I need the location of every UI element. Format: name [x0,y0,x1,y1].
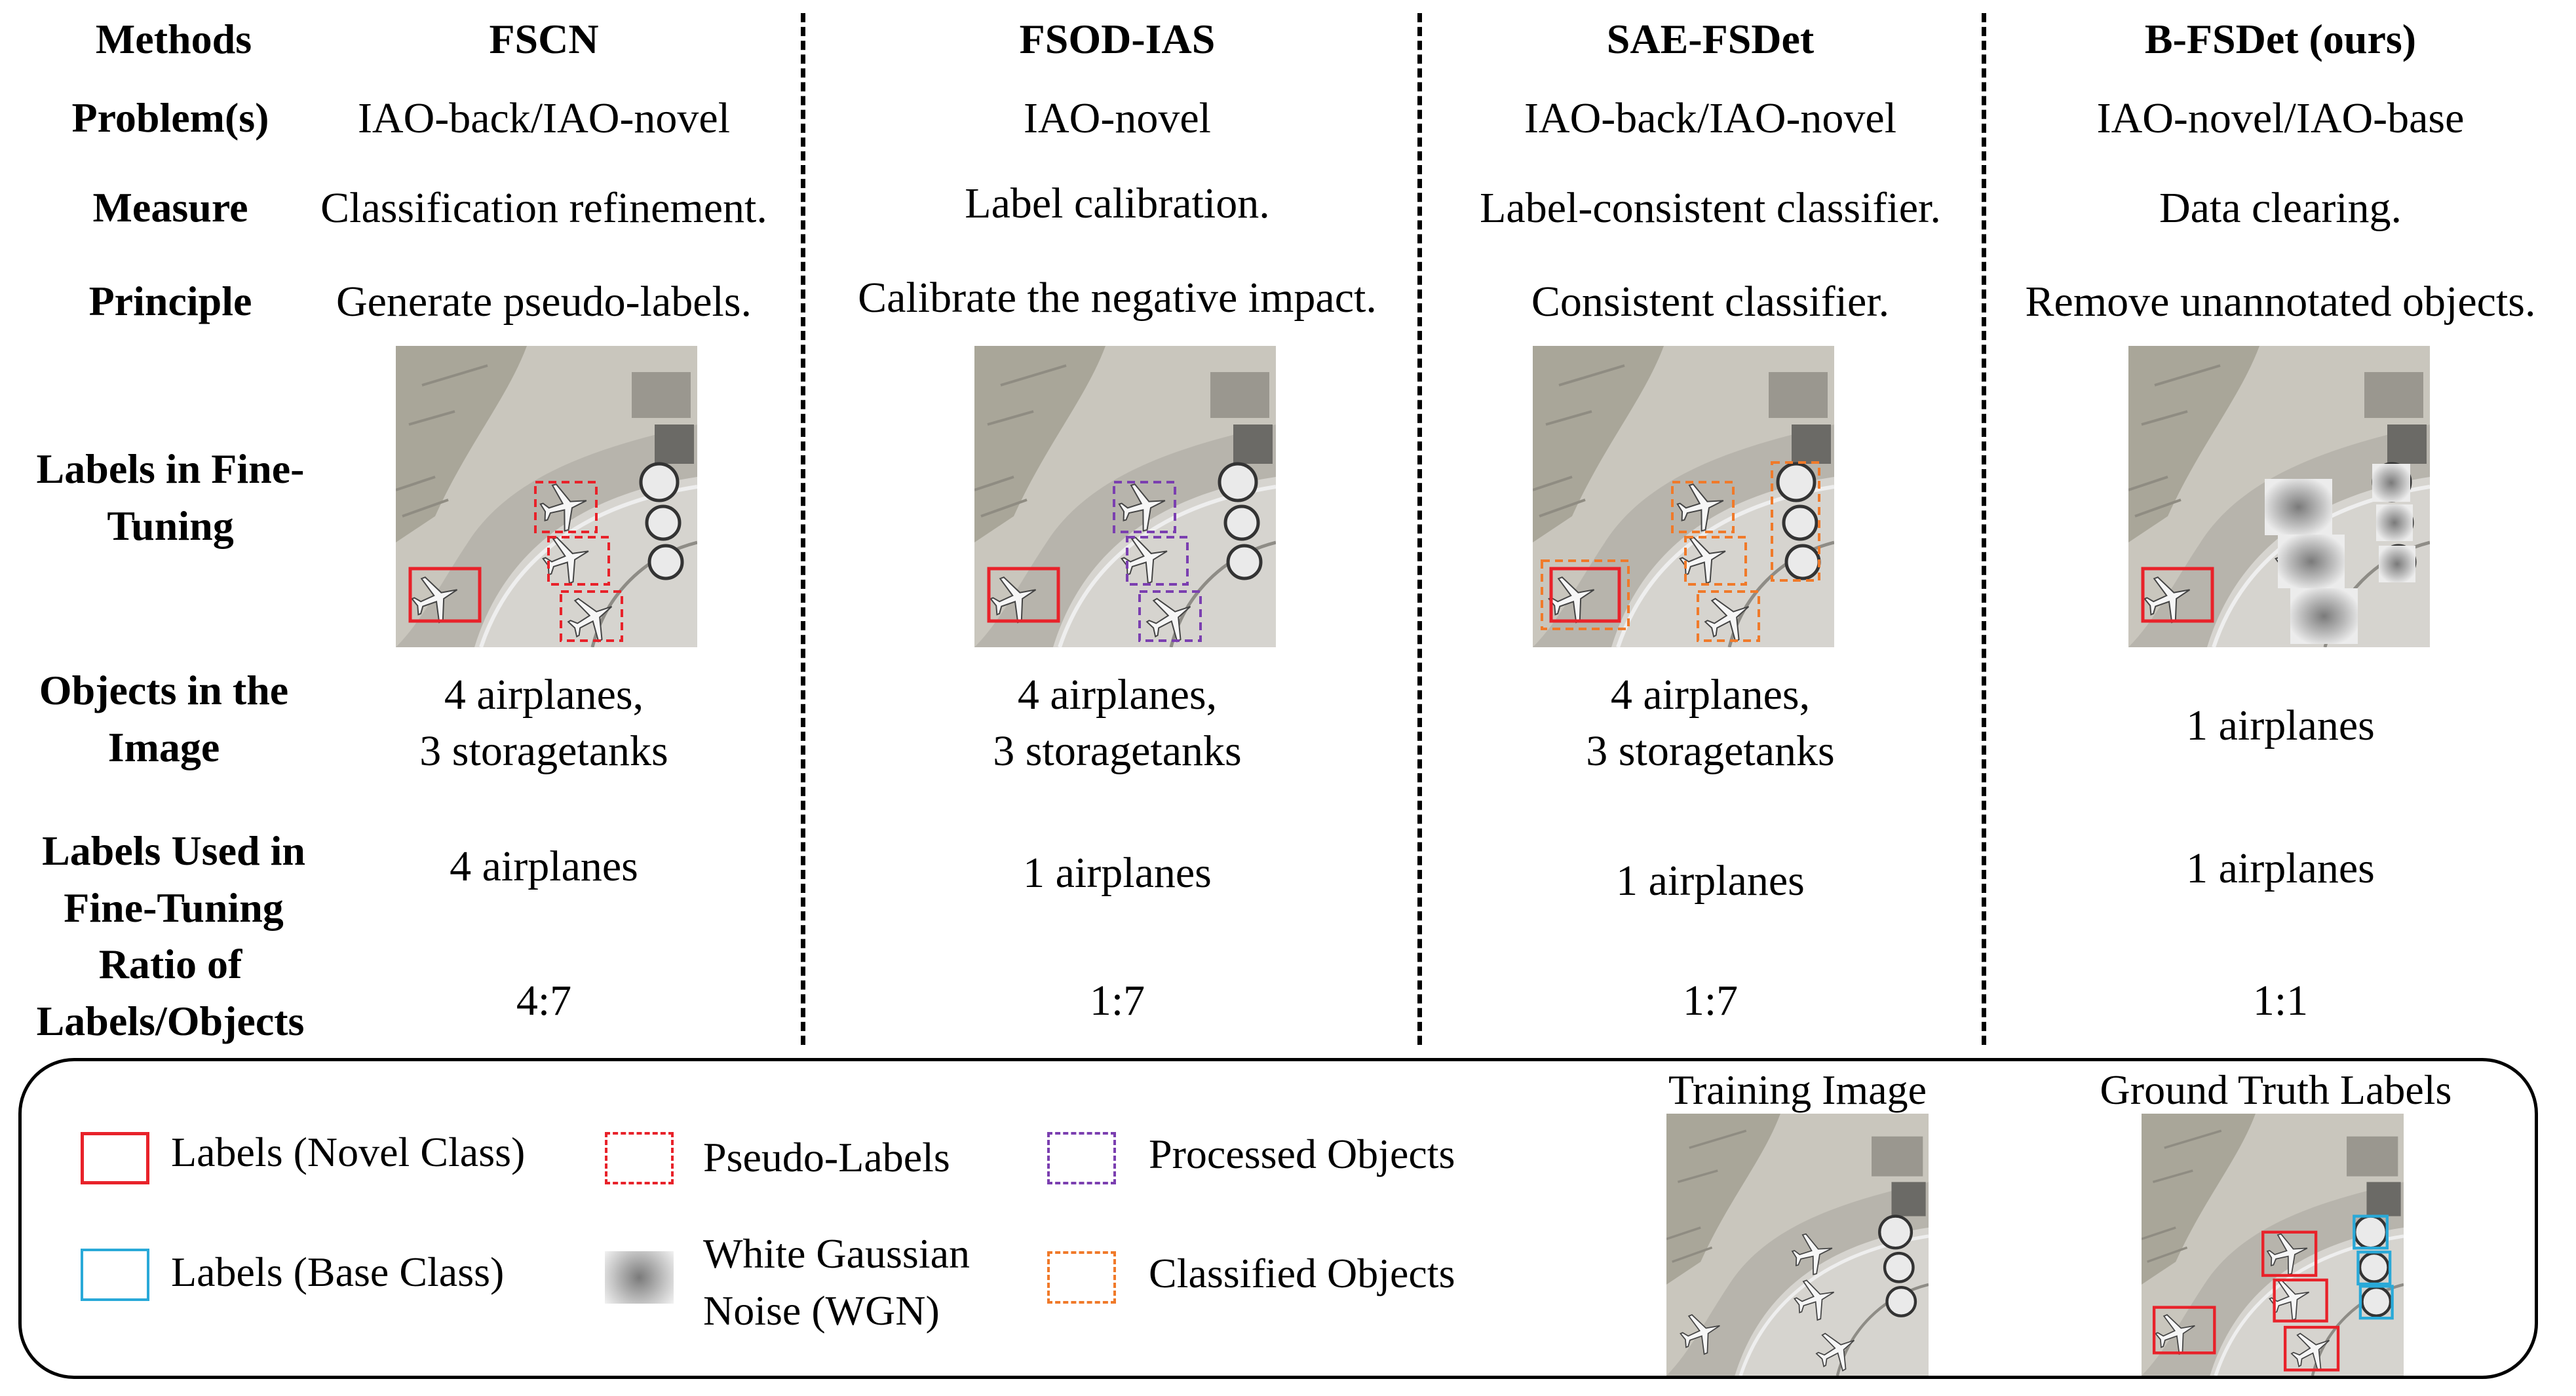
fsod-ias-ratio: 1:7 [1089,977,1145,1025]
legend-wgn: White Gaussian Noise (WGN) [703,1230,970,1334]
row-label-principle: Principle [88,278,252,324]
base-label-swatch [81,1249,149,1301]
b-fsdet-problems: IAO-novel/IAO-base [2096,94,2465,142]
legend-ground-truth-title: Ground Truth Labels [2100,1066,2452,1113]
column-separator [1982,13,1986,1045]
sae-fsdet-objects-line2: 3 storagetanks [1586,727,1835,775]
fsod-ias-labels-image [974,346,1276,647]
fscn-principle: Generate pseudo-labels. [336,278,752,326]
processed-swatch [1047,1132,1116,1184]
fscn-measure: Classification refinement. [320,184,767,232]
sae-fsdet-labels-image [1533,346,1834,647]
classified-swatch [1047,1251,1116,1304]
row-label-ratio: Ratio of Labels/Objects [36,941,305,1044]
row-label-problems: Problem(s) [71,94,269,141]
b-fsdet-ratio: 1:1 [2252,977,2309,1025]
ground-truth-image [2142,1114,2404,1376]
novel-label-swatch [81,1132,149,1184]
training-image [1666,1114,1929,1376]
fsod-ias-objects-line2: 3 storagetanks [993,727,1242,775]
method-name-fscn: FSCN [489,16,599,62]
legend-processed-objects: Processed Objects [1149,1131,1455,1177]
row-label-measure: Measure [92,184,248,231]
fscn-labels-image [396,346,697,647]
column-separator [1417,13,1422,1045]
fscn-problems: IAO-back/IAO-novel [357,94,731,142]
fscn-ratio: 4:7 [516,977,572,1025]
methods-header: Methods [95,16,252,62]
row-label-objects-in-image: Objects in the Image [39,667,289,770]
method-name-sae-fsdet: SAE-FSDet [1606,16,1815,62]
fsod-ias-problems: IAO-novel [1024,94,1211,142]
legend-labels-novel: Labels (Novel Class) [171,1129,526,1175]
sae-fsdet-objects-line1: 4 airplanes, [1610,671,1811,719]
method-name-b-fsdet: B-FSDet (ours) [2144,16,2417,62]
b-fsdet-principle: Remove unannotated objects. [2025,278,2536,326]
fscn-objects-line2: 3 storagetanks [419,727,668,775]
sae-fsdet-labels-used: 1 airplanes [1616,857,1805,905]
sae-fsdet-ratio: 1:7 [1682,977,1739,1025]
wgn-swatch [605,1251,674,1304]
legend-classified-objects: Classified Objects [1149,1250,1455,1296]
fsod-ias-labels-used: 1 airplanes [1023,849,1212,897]
fsod-ias-measure: Label calibration. [965,179,1270,227]
b-fsdet-labels-used: 1 airplanes [2186,844,2375,892]
b-fsdet-labels-image [2128,346,2430,647]
row-label-labels-in-finetuning: Labels in Fine-Tuning [36,445,305,549]
b-fsdet-measure: Data clearing. [2159,184,2402,232]
sae-fsdet-problems: IAO-back/IAO-novel [1524,94,1897,142]
method-name-fsod-ias: FSOD-IAS [1019,16,1216,62]
fsod-ias-principle: Calibrate the negative impact. [858,274,1377,322]
legend-pseudo-labels: Pseudo-Labels [703,1134,950,1180]
b-fsdet-objects-line1: 1 airplanes [2186,702,2375,749]
column-separator [801,13,805,1045]
fsod-ias-objects-line1: 4 airplanes, [1017,671,1218,719]
pseudo-label-swatch [605,1132,674,1184]
fscn-labels-used: 4 airplanes [450,842,638,890]
legend-training-image-title: Training Image [1668,1066,1927,1113]
sae-fsdet-principle: Consistent classifier. [1531,278,1890,326]
row-label-labels-used: Labels Used in Fine-Tuning [42,827,305,931]
sae-fsdet-measure: Label-consistent classifier. [1480,184,1941,232]
legend-labels-base: Labels (Base Class) [171,1249,505,1295]
fscn-objects-line1: 4 airplanes, [444,671,644,719]
legend-box: Labels (Novel Class) Labels (Base Class)… [18,1058,2538,1379]
